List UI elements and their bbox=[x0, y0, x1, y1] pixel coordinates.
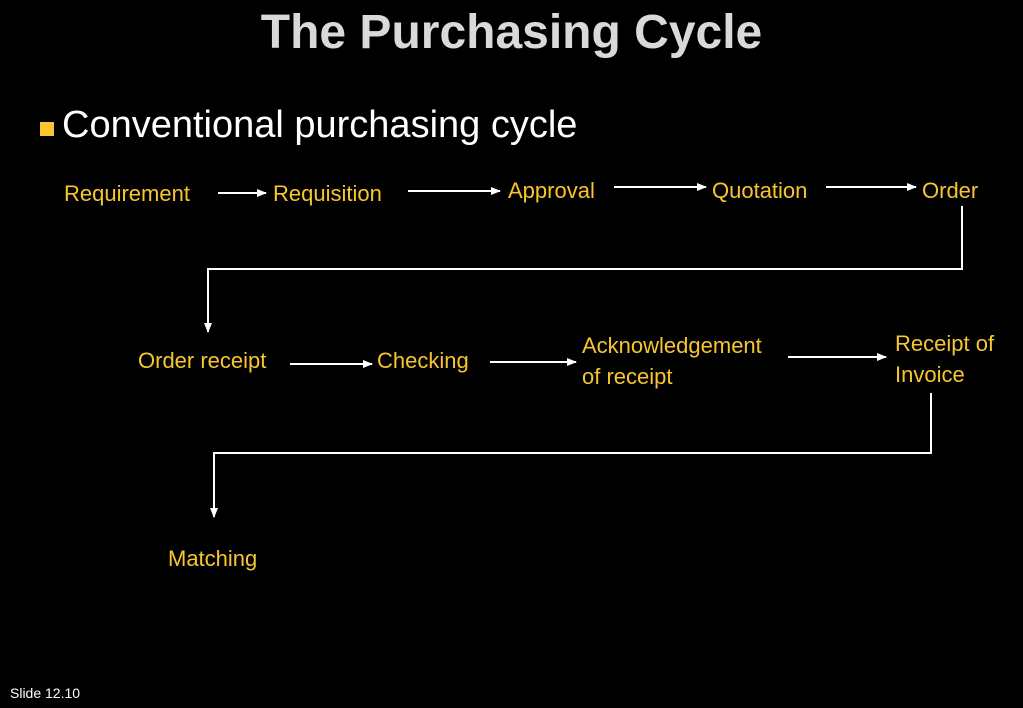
step-acknowledgement-of-receipt: Acknowledgement of receipt bbox=[582, 330, 762, 392]
step-label: Requirement bbox=[64, 181, 190, 206]
step-label: Matching bbox=[168, 546, 258, 571]
step-label-line-2: Invoice bbox=[895, 362, 965, 387]
step-label: Approval bbox=[508, 178, 595, 203]
step-quotation: Quotation bbox=[712, 175, 807, 206]
slide-number: Slide 12.10 bbox=[10, 685, 81, 701]
step-label: Requisition bbox=[273, 181, 382, 206]
step-approval: Approval bbox=[508, 175, 595, 206]
bullet-text: Conventional purchasing cycle bbox=[62, 104, 578, 146]
square-bullet-icon bbox=[40, 122, 54, 136]
step-matching: Matching bbox=[168, 543, 257, 574]
step-label-line-1: Acknowledgement bbox=[582, 333, 762, 358]
step-requirement: Requirement bbox=[64, 178, 190, 209]
step-checking: Checking bbox=[377, 345, 469, 376]
step-order: Order bbox=[922, 175, 978, 206]
arrow-order-order-receipt bbox=[204, 206, 963, 333]
step-label: Checking bbox=[377, 348, 469, 373]
step-requisition: Requisition bbox=[273, 178, 382, 209]
step-label: Quotation bbox=[712, 178, 808, 203]
slide-title: The Purchasing Cycle bbox=[260, 6, 763, 59]
step-receipt-of-invoice: Receipt of Invoice bbox=[895, 328, 994, 390]
arrow-invoice-matching bbox=[210, 393, 932, 518]
step-label: Order bbox=[922, 178, 979, 203]
step-order-receipt: Order receipt bbox=[138, 345, 266, 376]
bullet-item: Conventional purchasing cycle bbox=[40, 100, 577, 150]
step-label-line-2: of receipt bbox=[582, 364, 673, 389]
step-label: Order receipt bbox=[138, 348, 267, 373]
step-label-line-1: Receipt of bbox=[895, 331, 995, 356]
